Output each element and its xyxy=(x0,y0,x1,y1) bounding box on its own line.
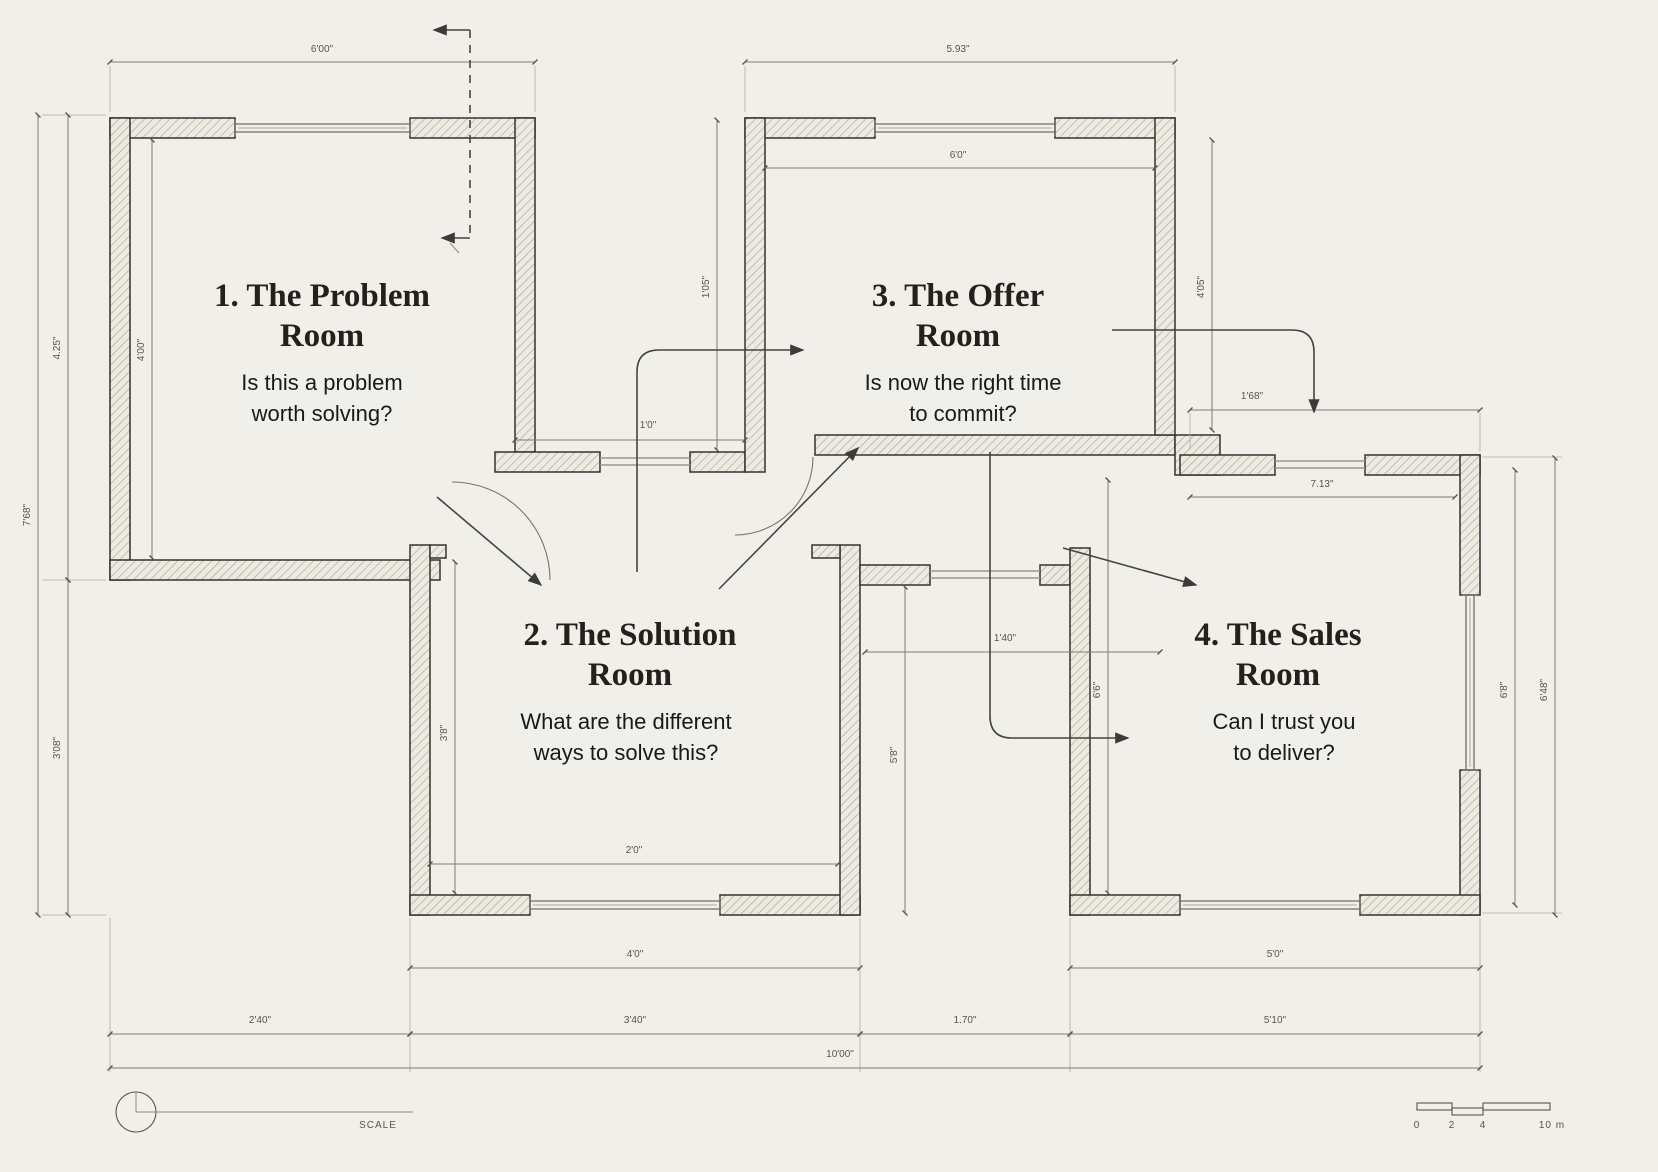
arrow-room3-to-room4-diagonal xyxy=(1062,547,1198,587)
dim-label-overall-width: 10'00" xyxy=(826,1049,854,1060)
wall-segment xyxy=(109,117,131,581)
dim-label-corridor-width: 1'40" xyxy=(994,633,1017,644)
scale-tick-2: 2 xyxy=(1449,1120,1456,1131)
scale-tick-4: 4 xyxy=(1480,1120,1487,1131)
room4-question-line1: Can I trust you xyxy=(1212,709,1355,734)
scale-bar-segment xyxy=(1416,1102,1453,1111)
dim-label-room3-inner-width: 6'0" xyxy=(950,150,967,161)
extension-lines xyxy=(42,66,1562,1072)
dim-label-bottom-seg2: 3'40" xyxy=(624,1015,647,1026)
wall-segment xyxy=(109,559,441,581)
dim-label-room4-right-outer: 6'48" xyxy=(1539,678,1550,701)
wall-segment xyxy=(514,117,536,453)
room4-title-line1: 4. The Sales xyxy=(1194,617,1361,653)
wall-segment xyxy=(1069,894,1181,916)
wall-segment xyxy=(719,894,861,916)
dim-label-gap-rooms-1-3: 1'0" xyxy=(640,420,657,431)
entry-arrow-tail xyxy=(449,242,460,254)
window-room4-bottom xyxy=(1179,897,1361,913)
room3-question-line2: to commit? xyxy=(909,401,1017,426)
scale-tick-10m: 10 m xyxy=(1539,1120,1565,1131)
room3-title-line2: Room xyxy=(916,318,1000,354)
wall-segment xyxy=(811,544,841,559)
wall-segment xyxy=(744,117,766,473)
wall-segment xyxy=(689,451,746,473)
window-room3-top xyxy=(874,120,1056,136)
room3-title-line1: 3. The Offer xyxy=(872,278,1045,314)
wall-segment xyxy=(409,894,531,916)
dim-label-room4-right-inner: 6'8" xyxy=(1499,681,1510,698)
wall-segment xyxy=(1154,117,1176,436)
wall-segment xyxy=(1459,454,1481,596)
dim-label-bottom-seg3: 1.70" xyxy=(953,1015,976,1026)
dim-label-room4-width: 5'0" xyxy=(1267,949,1284,960)
window-room2-bottom xyxy=(529,897,721,913)
dimensions: 6'00" 5.93" 6'0" 1'0" 7'68" 4.25" 3'08" … xyxy=(22,44,1558,1071)
dim-label-room3-right-height: 4'05" xyxy=(1196,275,1207,298)
dim-label-room3-width: 5.93" xyxy=(946,44,969,55)
scale-bar: 0 2 4 10 m xyxy=(1414,1102,1565,1131)
door-swing-arc xyxy=(734,456,814,536)
wall-segment xyxy=(409,544,431,916)
room4-title-line2: Room xyxy=(1236,657,1320,693)
room2-title-line2: Room xyxy=(588,657,672,693)
flow-arrows xyxy=(432,24,1320,744)
arrow-room2-to-room3 xyxy=(718,446,860,590)
dim-label-room4-inner-top: 7.13" xyxy=(1310,479,1333,490)
arrow-room1-to-room2 xyxy=(436,496,543,587)
arrow-room1-to-room3-elbow xyxy=(636,349,660,572)
room2-question-line1: What are the different xyxy=(520,709,731,734)
door-swing-arc xyxy=(451,481,551,581)
dim-label-left-overall: 7'68" xyxy=(22,503,33,526)
dim-label-left-lower: 3'08" xyxy=(52,736,63,759)
wall-segment xyxy=(494,451,601,473)
room1-question-line2: worth solving? xyxy=(251,401,393,426)
wall-segment xyxy=(1039,564,1071,586)
doors xyxy=(451,456,1365,581)
room-labels: 1. The Problem Room Is this a problem wo… xyxy=(214,278,1362,765)
scale-bar-segment xyxy=(1482,1102,1551,1111)
dim-label-bottom-seg1: 2'40" xyxy=(249,1015,272,1026)
window-room4-right xyxy=(1462,594,1478,771)
wall-segment xyxy=(859,564,931,586)
scale-marker: SCALE xyxy=(115,1091,413,1133)
scale-tick-0: 0 xyxy=(1414,1120,1421,1131)
dim-label-room1-inner-height: 4'00" xyxy=(136,338,147,361)
dim-label-room4-inner-left: 6'6" xyxy=(1092,681,1103,698)
room1-question-line1: Is this a problem xyxy=(241,370,402,395)
dim-label-room3-left-height: 1'05" xyxy=(701,275,712,298)
wall-segment xyxy=(839,544,861,916)
wall-segment xyxy=(814,434,1176,456)
windows xyxy=(234,120,1478,913)
room2-title-line1: 2. The Solution xyxy=(523,617,736,653)
wall-segment xyxy=(1459,769,1481,916)
room4-question-line2: to deliver? xyxy=(1233,740,1335,765)
room2-question-line2: ways to solve this? xyxy=(533,740,719,765)
scale-bar-segment xyxy=(1451,1107,1484,1116)
wall-segment xyxy=(1179,454,1276,476)
dim-label-room2-width: 4'0" xyxy=(627,949,644,960)
room3-question-line1: Is now the right time xyxy=(865,370,1062,395)
walls xyxy=(109,117,1481,916)
dim-label-left-upper: 4.25" xyxy=(52,336,63,359)
room1-title-line1: 1. The Problem xyxy=(214,278,430,314)
wall-segment xyxy=(429,544,447,559)
arrow-room3-to-room4-top-elbow xyxy=(1112,329,1315,353)
window-room1-top xyxy=(234,120,411,136)
dim-label-corridor-height: 5'8" xyxy=(889,746,900,763)
dim-label-room2-left-inner: 3'8" xyxy=(439,724,450,741)
room1-title-line2: Room xyxy=(280,318,364,354)
dim-label-room4-top: 1'68" xyxy=(1241,391,1264,402)
wall-segment xyxy=(1069,547,1091,916)
dim-label-room1-width: 6'00" xyxy=(311,44,334,55)
scale-label: SCALE xyxy=(359,1120,397,1131)
wall-segment xyxy=(1359,894,1481,916)
dim-label-room2-inner-bottom: 2'0" xyxy=(626,845,643,856)
arrow-room3-to-room4-mid-elbow xyxy=(989,452,1013,739)
dim-label-bottom-seg4: 5'10" xyxy=(1264,1015,1287,1026)
